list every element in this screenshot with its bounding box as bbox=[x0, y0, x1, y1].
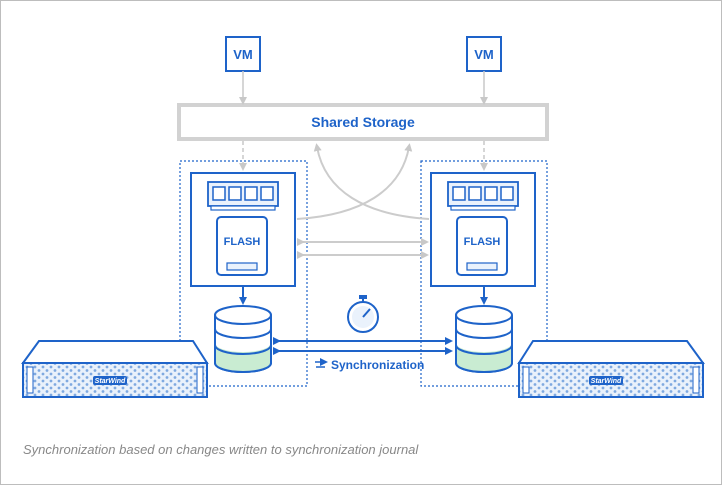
vm-left-label: VM bbox=[233, 47, 253, 62]
flash-drive-icon: FLASH bbox=[456, 216, 508, 276]
shared-storage-label: Shared Storage bbox=[311, 114, 415, 130]
right-node-container bbox=[420, 160, 548, 387]
right-host: FLASH bbox=[430, 172, 536, 287]
ram-icon bbox=[207, 181, 279, 211]
server-right-brand: StarWind bbox=[591, 378, 622, 385]
diagram-caption: Synchronization based on changes written… bbox=[23, 442, 419, 457]
vm-left: VM bbox=[225, 36, 261, 72]
server-left-brand: StarWind bbox=[95, 378, 126, 385]
server-icon: StarWind bbox=[517, 340, 705, 398]
curve-right-host-to-storage bbox=[313, 143, 430, 220]
server-icon: StarWind bbox=[21, 340, 209, 398]
curve-left-host-to-storage bbox=[296, 143, 413, 220]
vm-right: VM bbox=[466, 36, 502, 72]
vm-right-label: VM bbox=[474, 47, 494, 62]
shared-storage: Shared Storage bbox=[177, 103, 549, 141]
flash-left-label: FLASH bbox=[224, 236, 261, 248]
ram-icon bbox=[447, 181, 519, 211]
sync-arrows-icon bbox=[315, 358, 328, 368]
left-host: FLASH bbox=[190, 172, 296, 287]
flash-drive-icon: FLASH bbox=[216, 216, 268, 276]
stopwatch-icon bbox=[347, 295, 379, 333]
database-icon bbox=[214, 305, 272, 373]
database-icon bbox=[455, 305, 513, 373]
flash-right-label: FLASH bbox=[464, 236, 501, 248]
sync-label: Synchronization bbox=[331, 358, 424, 372]
